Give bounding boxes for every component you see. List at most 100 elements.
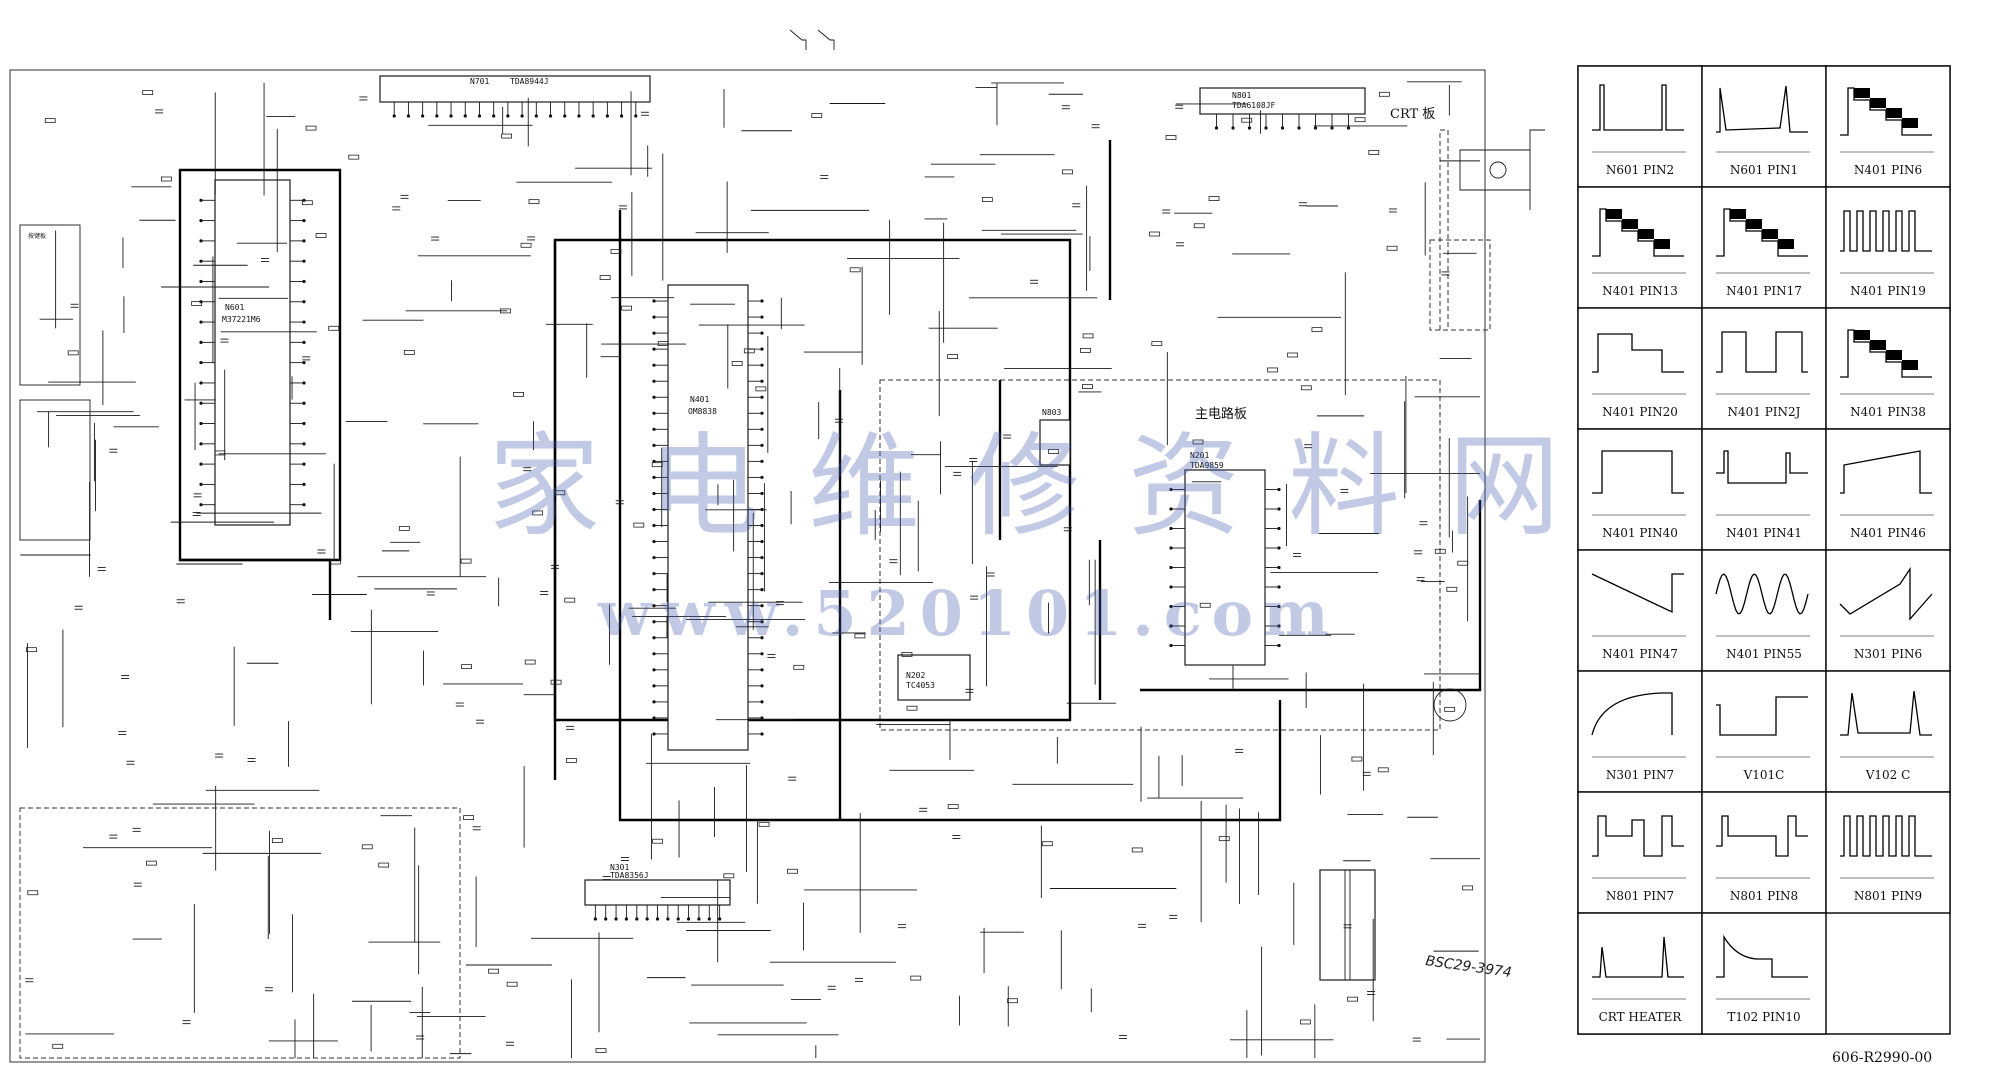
waveform-block: [1902, 360, 1918, 370]
waveform-block: [1762, 229, 1778, 239]
waveform-cell: T102 PIN10: [1701, 912, 1827, 1035]
svg-text:OM8838: OM8838: [688, 407, 717, 416]
waveform-trace: [1716, 85, 1808, 133]
key-board-label: 按键板: [28, 232, 46, 240]
waveform-trace: [1592, 936, 1684, 978]
waveform-block: [1854, 88, 1870, 98]
waveform-cell: N401 PIN17: [1701, 186, 1827, 309]
waveform-label: N801 PIN7: [1606, 889, 1674, 903]
waveform-cell: N801 PIN9: [1825, 791, 1951, 914]
waveform-cell: N401 PIN13: [1577, 186, 1703, 309]
waveform-label: N401 PIN17: [1726, 284, 1802, 298]
key-board: [19, 224, 81, 386]
waveform-cell: N401 PIN40: [1577, 428, 1703, 551]
waveform-trace: [1716, 815, 1808, 857]
waveform-label: N401 PIN6: [1854, 163, 1922, 177]
waveform-label: T102 PIN10: [1727, 1010, 1800, 1024]
chip-N701: N701 TDA8944J: [379, 75, 651, 103]
waveform-trace: [1716, 331, 1808, 373]
waveform-block: [1606, 209, 1622, 219]
waveform-trace: [1592, 84, 1684, 131]
svg-text:N803: N803: [1042, 408, 1061, 417]
waveform-label: N401 PIN41: [1726, 526, 1802, 540]
waveform-block: [1886, 108, 1902, 118]
waveform-cell: V102 C: [1825, 670, 1951, 793]
svg-text:家电维修资料网: 家电维修资料网: [488, 422, 1608, 552]
waveform-block: [1730, 209, 1746, 219]
circuit-schematic: N701 TDA8944J N601 M37221M6 N401 OM8838 …: [9, 29, 1545, 1063]
waveform-block: [1746, 219, 1762, 229]
waveform-trace: [1839, 566, 1933, 621]
waveform-trace: [1716, 934, 1808, 978]
handwritten-note: BSC29-3974: [1424, 953, 1512, 981]
waveform-trace: [1591, 692, 1673, 736]
chip-N801: N801 TDA6108JF: [1199, 87, 1366, 115]
waveform-label: N601 PIN2: [1606, 163, 1674, 177]
svg-text:N201: N201: [1190, 451, 1209, 460]
waveform-cell: N401 PIN20: [1577, 307, 1703, 430]
waveform-trace: [1716, 696, 1808, 736]
svg-text:N801: N801: [1232, 91, 1251, 100]
waveform-label: N801 PIN9: [1854, 889, 1922, 903]
svg-text:N301: N301: [610, 863, 629, 872]
waveform-label: N301 PIN7: [1606, 768, 1674, 782]
chip-N202: N202 TC4053: [897, 654, 971, 701]
waveform-label: N401 PIN46: [1850, 526, 1926, 540]
waveform-cell: N401 PIN2J: [1701, 307, 1827, 430]
waveform-label: V101C: [1743, 768, 1785, 782]
waveform-block: [1854, 330, 1870, 340]
waveform-cell: N301 PIN6: [1825, 549, 1951, 672]
chip-N301: N301 TDA8356J: [584, 863, 731, 906]
waveform-trace: [1840, 690, 1932, 736]
svg-text:N601: N601: [225, 303, 244, 312]
waveform-cell: N801 PIN7: [1577, 791, 1703, 914]
svg-text:N202: N202: [906, 671, 925, 680]
waveform-cell: N601 PIN2: [1577, 65, 1703, 188]
speaker-icons: [789, 29, 835, 50]
waveform-block: [1870, 340, 1886, 350]
waveform-label: N401 PIN13: [1602, 284, 1678, 298]
waveform-label: N401 PIN38: [1850, 405, 1926, 419]
waveform-label: CRT HEATER: [1599, 1010, 1683, 1024]
main-board-region: [879, 379, 1441, 731]
waveform-label: V102 C: [1865, 768, 1911, 782]
waveform-cell: N401 PIN38: [1825, 307, 1951, 430]
svg-text:TDA6108JF: TDA6108JF: [1232, 101, 1276, 110]
waveform-cell: N301 PIN7: [1577, 670, 1703, 793]
svg-text:M37221M6: M37221M6: [222, 315, 261, 324]
waveform-trace: [1591, 573, 1684, 614]
svg-text:N701: N701: [470, 77, 489, 86]
waveform-label: N401 PIN20: [1602, 405, 1678, 419]
waveform-trace: [1592, 815, 1684, 857]
waveform-trace: [1840, 210, 1932, 252]
waveform-block: [1886, 350, 1902, 360]
waveform-trace: [1592, 450, 1684, 494]
svg-text:TDA8356J: TDA8356J: [610, 871, 649, 880]
svg-text:TDA9859: TDA9859: [1190, 461, 1224, 470]
av-socket: [1433, 688, 1467, 722]
waveform-cell: N801 PIN8: [1701, 791, 1827, 914]
waveform-cell: N401 PIN46: [1825, 428, 1951, 551]
waveform-cell: N401 PIN41: [1701, 428, 1827, 551]
waveform-label: N301 PIN6: [1854, 647, 1922, 661]
waveform-label: N401 PIN40: [1602, 526, 1678, 540]
waveform-label: N401 PIN47: [1602, 647, 1678, 661]
crt-tube-neck: [1459, 129, 1545, 210]
waveform-label: N401 PIN55: [1726, 647, 1802, 661]
svg-text:www.520101.com: www.520101.com: [597, 577, 1339, 650]
drawing-number: 606-R2990-00: [1832, 1050, 1932, 1066]
waveform-label: N601 PIN1: [1730, 163, 1798, 177]
waveform-cell: N401 PIN47: [1577, 549, 1703, 672]
waveform-cell: N401 PIN19: [1825, 186, 1951, 309]
waveform-block: [1902, 118, 1918, 128]
waveform-label: N401 PIN2J: [1728, 405, 1801, 419]
svg-text:TDA8944J: TDA8944J: [510, 77, 549, 86]
chip-N401: N401 OM8838: [667, 284, 749, 751]
watermark: 家电维修资料网 www.520101.com: [488, 422, 1608, 650]
main-board-label: 主电路板: [1195, 406, 1247, 422]
waveform-trace: [1716, 450, 1808, 484]
chip-N803: N803: [1039, 408, 1071, 466]
waveform-trace: [1715, 573, 1809, 615]
